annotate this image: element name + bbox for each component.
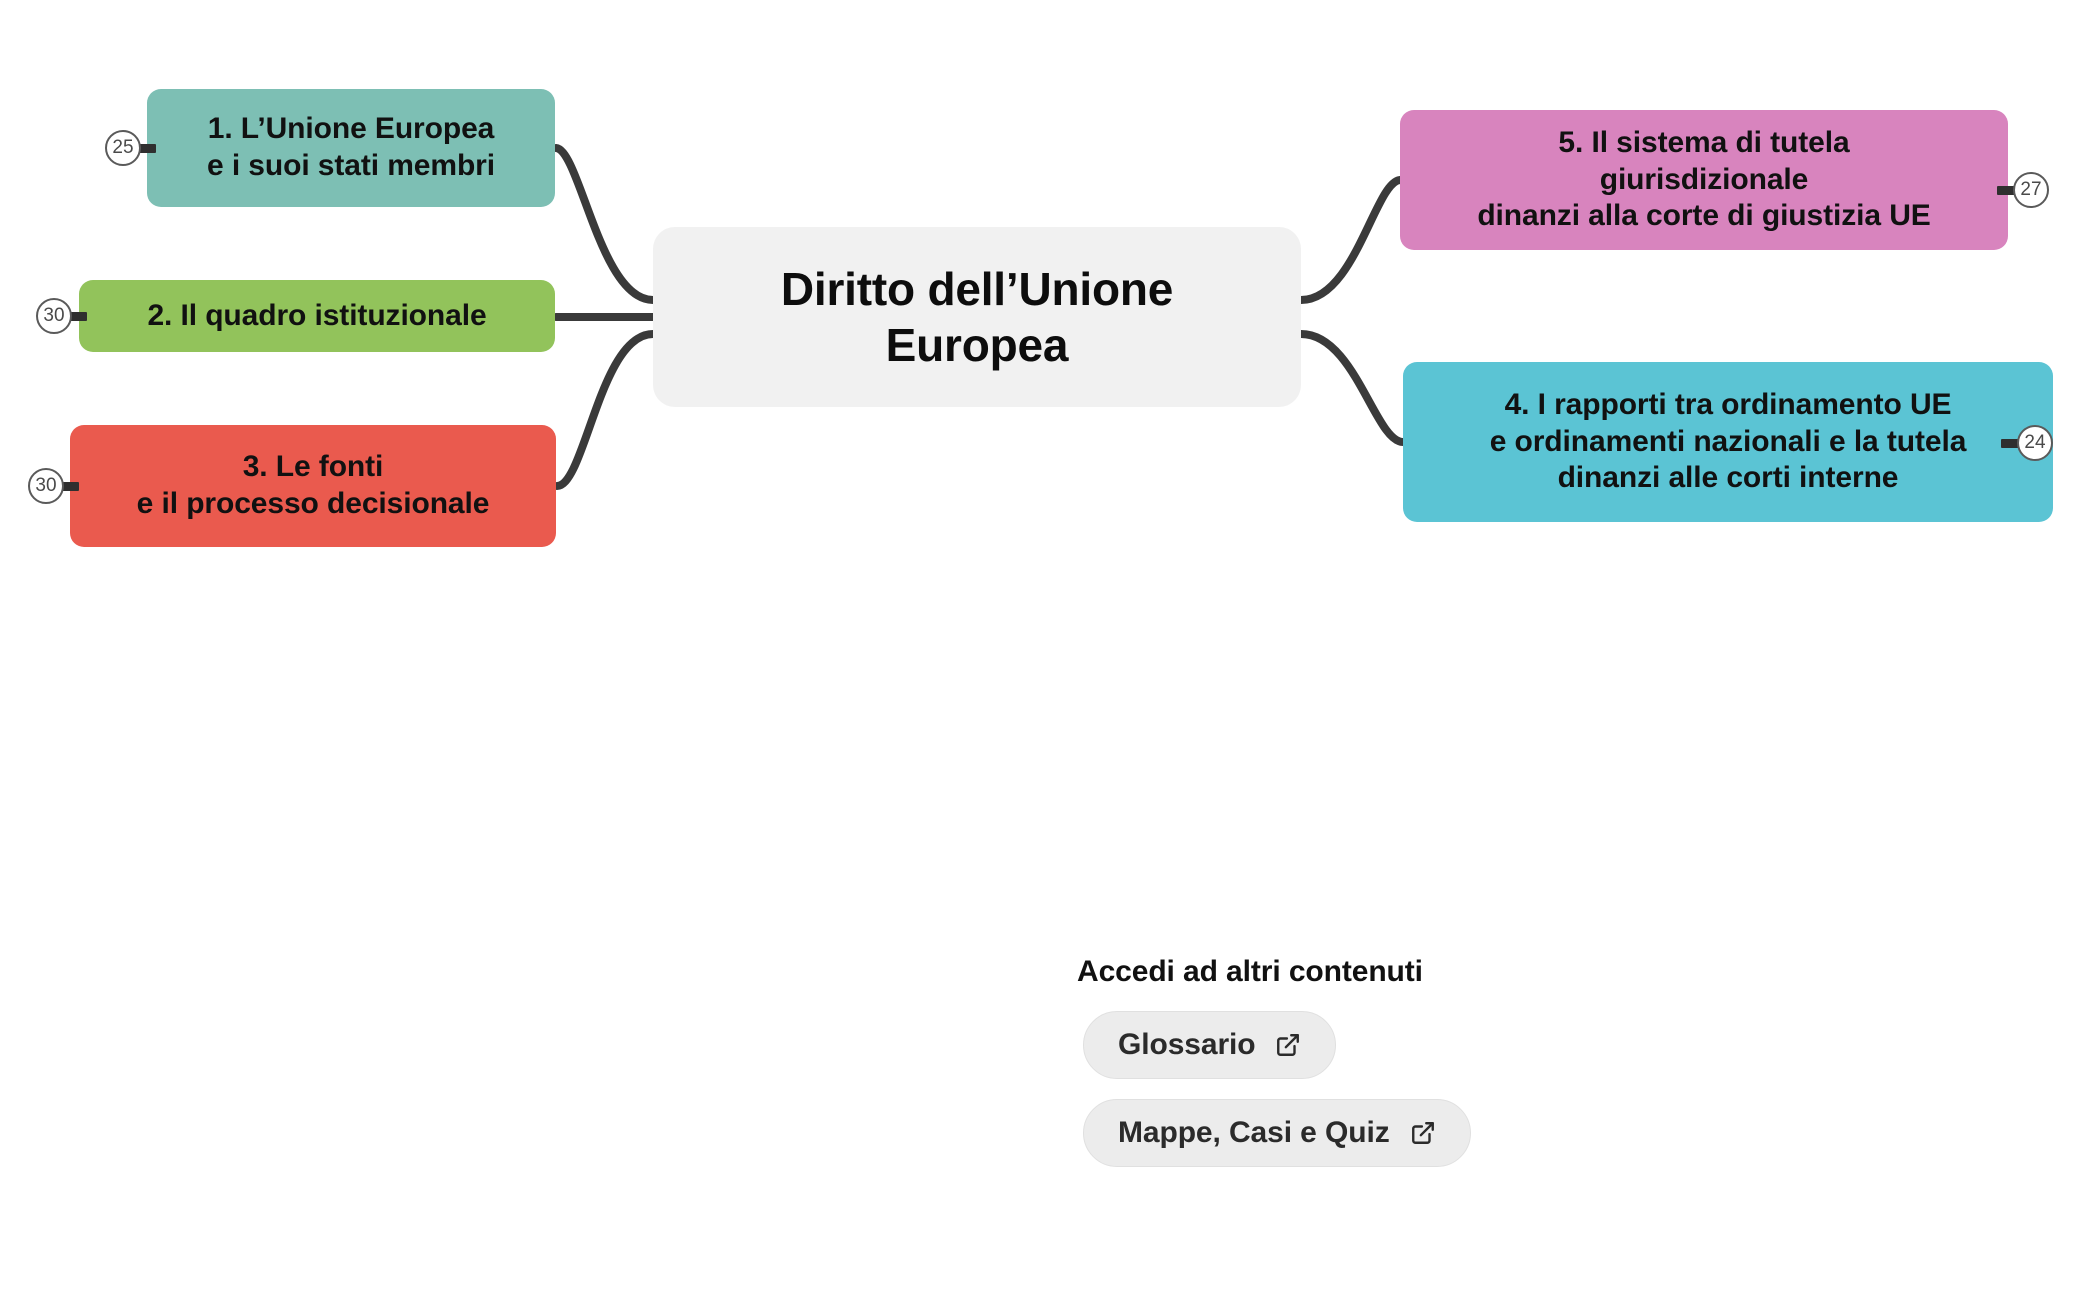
- branch-node-4[interactable]: 4. I rapporti tra ordinamento UE e ordin…: [1403, 362, 2053, 522]
- badge-stub-node-2: [69, 312, 87, 321]
- extra-content-title: Accedi ad altri contenuti: [1077, 955, 1423, 988]
- page-count-badge-node-2[interactable]: 30: [36, 298, 72, 334]
- page-count-badge-node-1[interactable]: 25: [105, 130, 141, 166]
- branch-node-5[interactable]: 5. Il sistema di tutela giurisdizionale …: [1400, 110, 2008, 250]
- badge-stub-node-5: [1997, 186, 2015, 195]
- badge-stub-node-4: [2001, 439, 2019, 448]
- extra-content-row-glossario: Glossario: [1075, 1011, 1595, 1079]
- central-node-label: Diritto dell’Unione Europea: [780, 262, 1174, 371]
- connector-central-to-node-4: [1297, 330, 1407, 446]
- central-node[interactable]: Diritto dell’Unione Europea: [653, 227, 1301, 407]
- external-link-icon: [1275, 1032, 1301, 1058]
- branch-node-2[interactable]: 2. Il quadro istituzionale: [79, 280, 555, 352]
- branch-node-4-label: 4. I rapporti tra ordinamento UE e ordin…: [1489, 388, 1967, 495]
- page-count-badge-node-5[interactable]: 27: [2013, 172, 2049, 208]
- branch-node-5-label: 5. Il sistema di tutela giurisdizionale …: [1477, 126, 1931, 233]
- glossario-link[interactable]: Glossario: [1083, 1011, 1337, 1079]
- connector-central-to-node-1: [552, 144, 657, 304]
- branch-node-3-label: 3. Le fonti e il processo decisionale: [136, 450, 490, 520]
- branch-node-3[interactable]: 3. Le fonti e il processo decisionale: [70, 425, 556, 547]
- external-link-icon: [1410, 1120, 1436, 1146]
- badge-stub-node-3: [61, 482, 79, 491]
- branch-node-1[interactable]: 1. L’Unione Europea e i suoi stati membr…: [147, 89, 555, 207]
- page-count-badge-node-3[interactable]: 30: [28, 468, 64, 504]
- extra-content-row-mappe: Mappe, Casi e Quiz: [1075, 1099, 1595, 1167]
- branch-node-2-label: 2. Il quadro istituzionale: [147, 298, 487, 332]
- extra-content-section: Accedi ad altri contenuti Glossario Mapp…: [1075, 955, 1595, 1187]
- mappe-casi-quiz-link-label: Mappe, Casi e Quiz: [1118, 1116, 1390, 1149]
- mappe-casi-quiz-link[interactable]: Mappe, Casi e Quiz: [1083, 1099, 1471, 1167]
- glossario-link-label: Glossario: [1118, 1028, 1256, 1061]
- badge-stub-node-1: [138, 144, 156, 153]
- page-count-badge-node-4[interactable]: 24: [2017, 425, 2053, 461]
- connector-central-to-node-3: [553, 330, 657, 490]
- branch-node-1-label: 1. L’Unione Europea e i suoi stati membr…: [207, 112, 495, 182]
- connector-central-to-node-5: [1297, 176, 1404, 304]
